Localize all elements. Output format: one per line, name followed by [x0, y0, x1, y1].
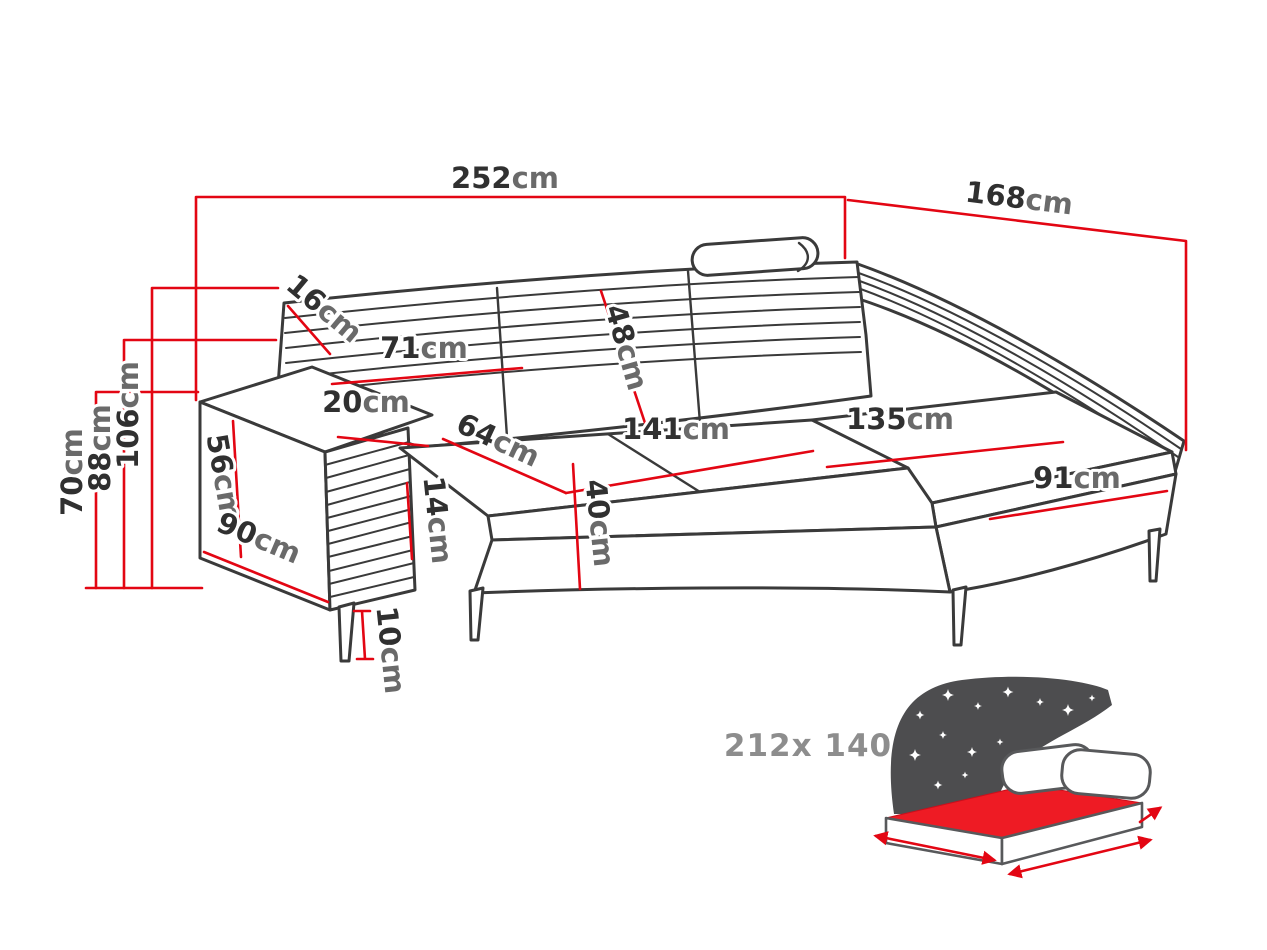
dim-label-chaise-seat-length: 135cm	[846, 402, 954, 436]
seat-cushion-divider	[606, 432, 702, 494]
legs	[337, 527, 1162, 663]
dim-line-armrest-base-depth	[202, 550, 330, 604]
dim-label-arm-side-height: 70cm	[55, 428, 89, 516]
dim-label-chaise-width: 91cm	[1033, 461, 1121, 495]
backrest	[275, 260, 873, 449]
star-icon	[901, 696, 909, 704]
dim-line-back-cushion-thickness	[286, 304, 332, 356]
dim-label-seat-height: 40cm	[578, 478, 621, 569]
dim-line-backrest-cushion-height	[599, 289, 649, 431]
unfold-arrow-icon	[1138, 806, 1163, 824]
seat-base-front-face	[472, 525, 952, 595]
dim-line-seat-width	[564, 449, 815, 495]
headrest	[690, 236, 820, 277]
dim-line-arm-side-height	[94, 390, 200, 590]
dim-line-overall-width	[194, 195, 847, 402]
front-mid-leg	[468, 586, 485, 642]
width-arrow-icon	[873, 831, 997, 865]
backrest-cushion-dividers	[495, 269, 702, 439]
headrest-roll	[690, 236, 820, 277]
dim-line-back-cushion-width	[330, 366, 524, 386]
backrest-face	[275, 260, 873, 449]
front-left-leg	[337, 601, 356, 663]
dim-label-back-cushion-width: 71cm	[380, 331, 468, 365]
backrest-tuft-lines	[284, 276, 862, 394]
pillow	[1060, 748, 1152, 800]
sleep-function-icon	[873, 676, 1163, 879]
seat	[398, 418, 952, 595]
dim-line-armrest-top-width	[336, 435, 430, 448]
sofa-illustration	[198, 236, 1186, 663]
dim-line-chaise-width	[988, 489, 1169, 521]
dim-label-overall-depth: 168cm	[964, 175, 1075, 222]
left-armrest	[198, 365, 434, 612]
seat-cushion-front-edge	[486, 466, 938, 542]
night-sky-shape	[890, 676, 1112, 814]
chaise-right-leg	[1147, 527, 1162, 583]
dim-line-chaise-seat-length	[825, 440, 1065, 469]
dim-label-overall-width: 252cm	[451, 161, 559, 195]
dim-label-armrest-top-width: 20cm	[322, 385, 410, 419]
dimension-lines	[84, 195, 1188, 661]
dim-line-seat-depth	[441, 437, 568, 495]
dim-label-leg-height: 10cm	[369, 605, 412, 696]
dim-line-seat-cushion-thickness	[405, 481, 414, 561]
dim-line-armrest-height	[231, 419, 243, 559]
dim-line-leg-height	[352, 609, 375, 661]
dim-label-seat-width: 141cm	[622, 412, 730, 446]
depth-arrow-icon	[1007, 835, 1153, 879]
dim-line-overall-depth	[846, 198, 1188, 452]
dim-label-back-height: 88cm	[83, 404, 117, 492]
dim-line-back-height	[122, 338, 278, 590]
dim-label-seat-cushion-thickness: 14cm	[416, 475, 459, 566]
dim-label-total-height: 106cm	[111, 361, 145, 469]
headrest-end-cap	[796, 241, 810, 273]
sleeping-area-label: 212x 140	[724, 728, 892, 764]
dim-line-total-height	[150, 286, 280, 590]
chaise-front-leg	[951, 585, 968, 647]
armrest-slat-lines	[324, 441, 415, 598]
dim-line-seat-height	[571, 462, 582, 591]
